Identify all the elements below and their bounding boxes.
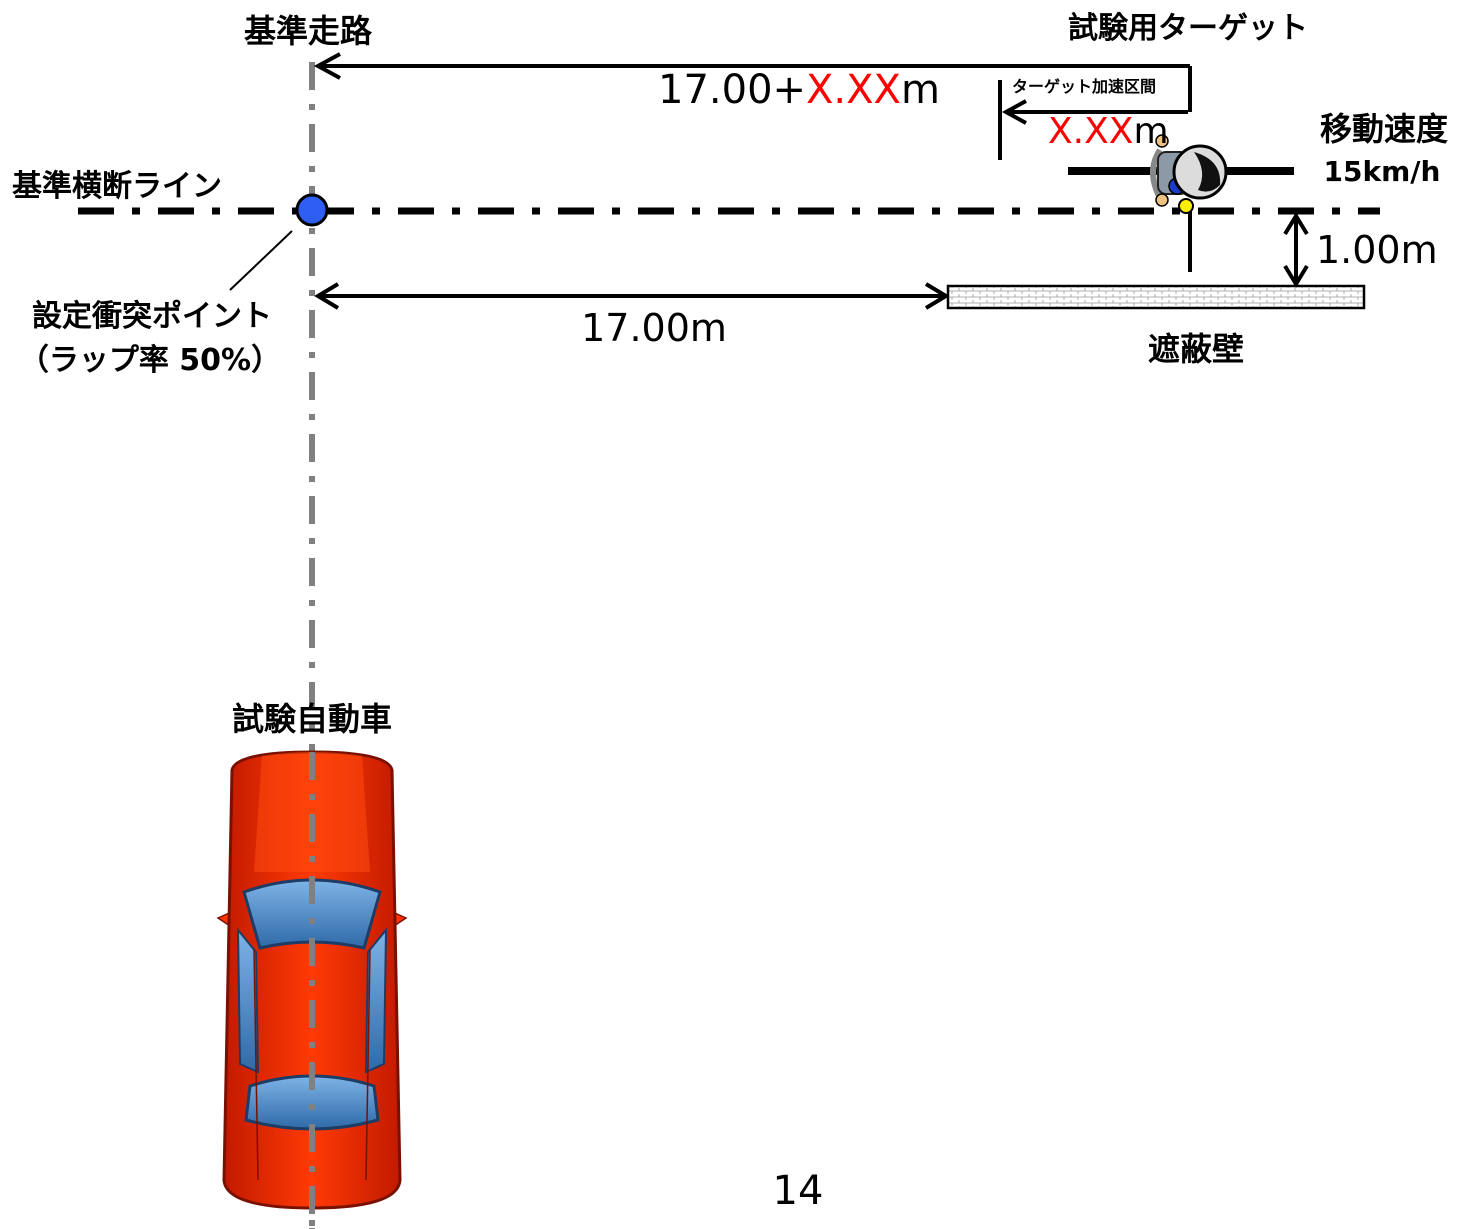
shielding-wall — [946, 284, 1366, 310]
accel-section-arrow — [998, 80, 1188, 160]
wall-distance-arrow — [314, 282, 950, 310]
top-distance-variable: X.XX — [806, 67, 901, 113]
lateral-offset-label: 1.00m — [1316, 228, 1438, 272]
collision-point-marker — [295, 193, 329, 227]
top-distance-arrow — [313, 52, 1192, 112]
top-distance-unit: m — [901, 67, 940, 113]
reference-path-label: 基準走路 — [244, 12, 373, 50]
accel-distance-label: X.XXm — [1048, 111, 1169, 152]
accel-distance-variable: X.XX — [1048, 111, 1133, 152]
test-vehicle-label: 試験自動車 — [232, 700, 392, 738]
page-number: 14 — [773, 1168, 824, 1214]
top-distance-label: 17.00+X.XXm — [658, 67, 940, 113]
wall-distance-label: 17.00m — [581, 306, 727, 350]
test-target-label: 試験用ターゲット — [1068, 11, 1308, 46]
accel-distance-unit: m — [1133, 111, 1168, 152]
moving-speed-value: 15km/h — [1324, 155, 1441, 188]
accel-section-label: ターゲット加速区間 — [1012, 77, 1156, 96]
lateral-offset-arrow — [1283, 212, 1309, 288]
moving-speed-title: 移動速度 — [1320, 110, 1448, 148]
reference-crossing-line-label: 基準横断ライン — [12, 169, 222, 204]
shielding-wall-label: 遮蔽壁 — [1148, 330, 1244, 368]
bicycle-target — [1068, 134, 1294, 272]
collision-point-label: 設定衝突ポイント — [32, 299, 272, 334]
collision-lap-rate-label: （ラップ率 50%） — [19, 343, 281, 378]
top-distance-prefix: 17.00+ — [658, 67, 806, 113]
test-vehicle — [216, 750, 408, 1210]
collision-point-leader — [229, 230, 293, 291]
